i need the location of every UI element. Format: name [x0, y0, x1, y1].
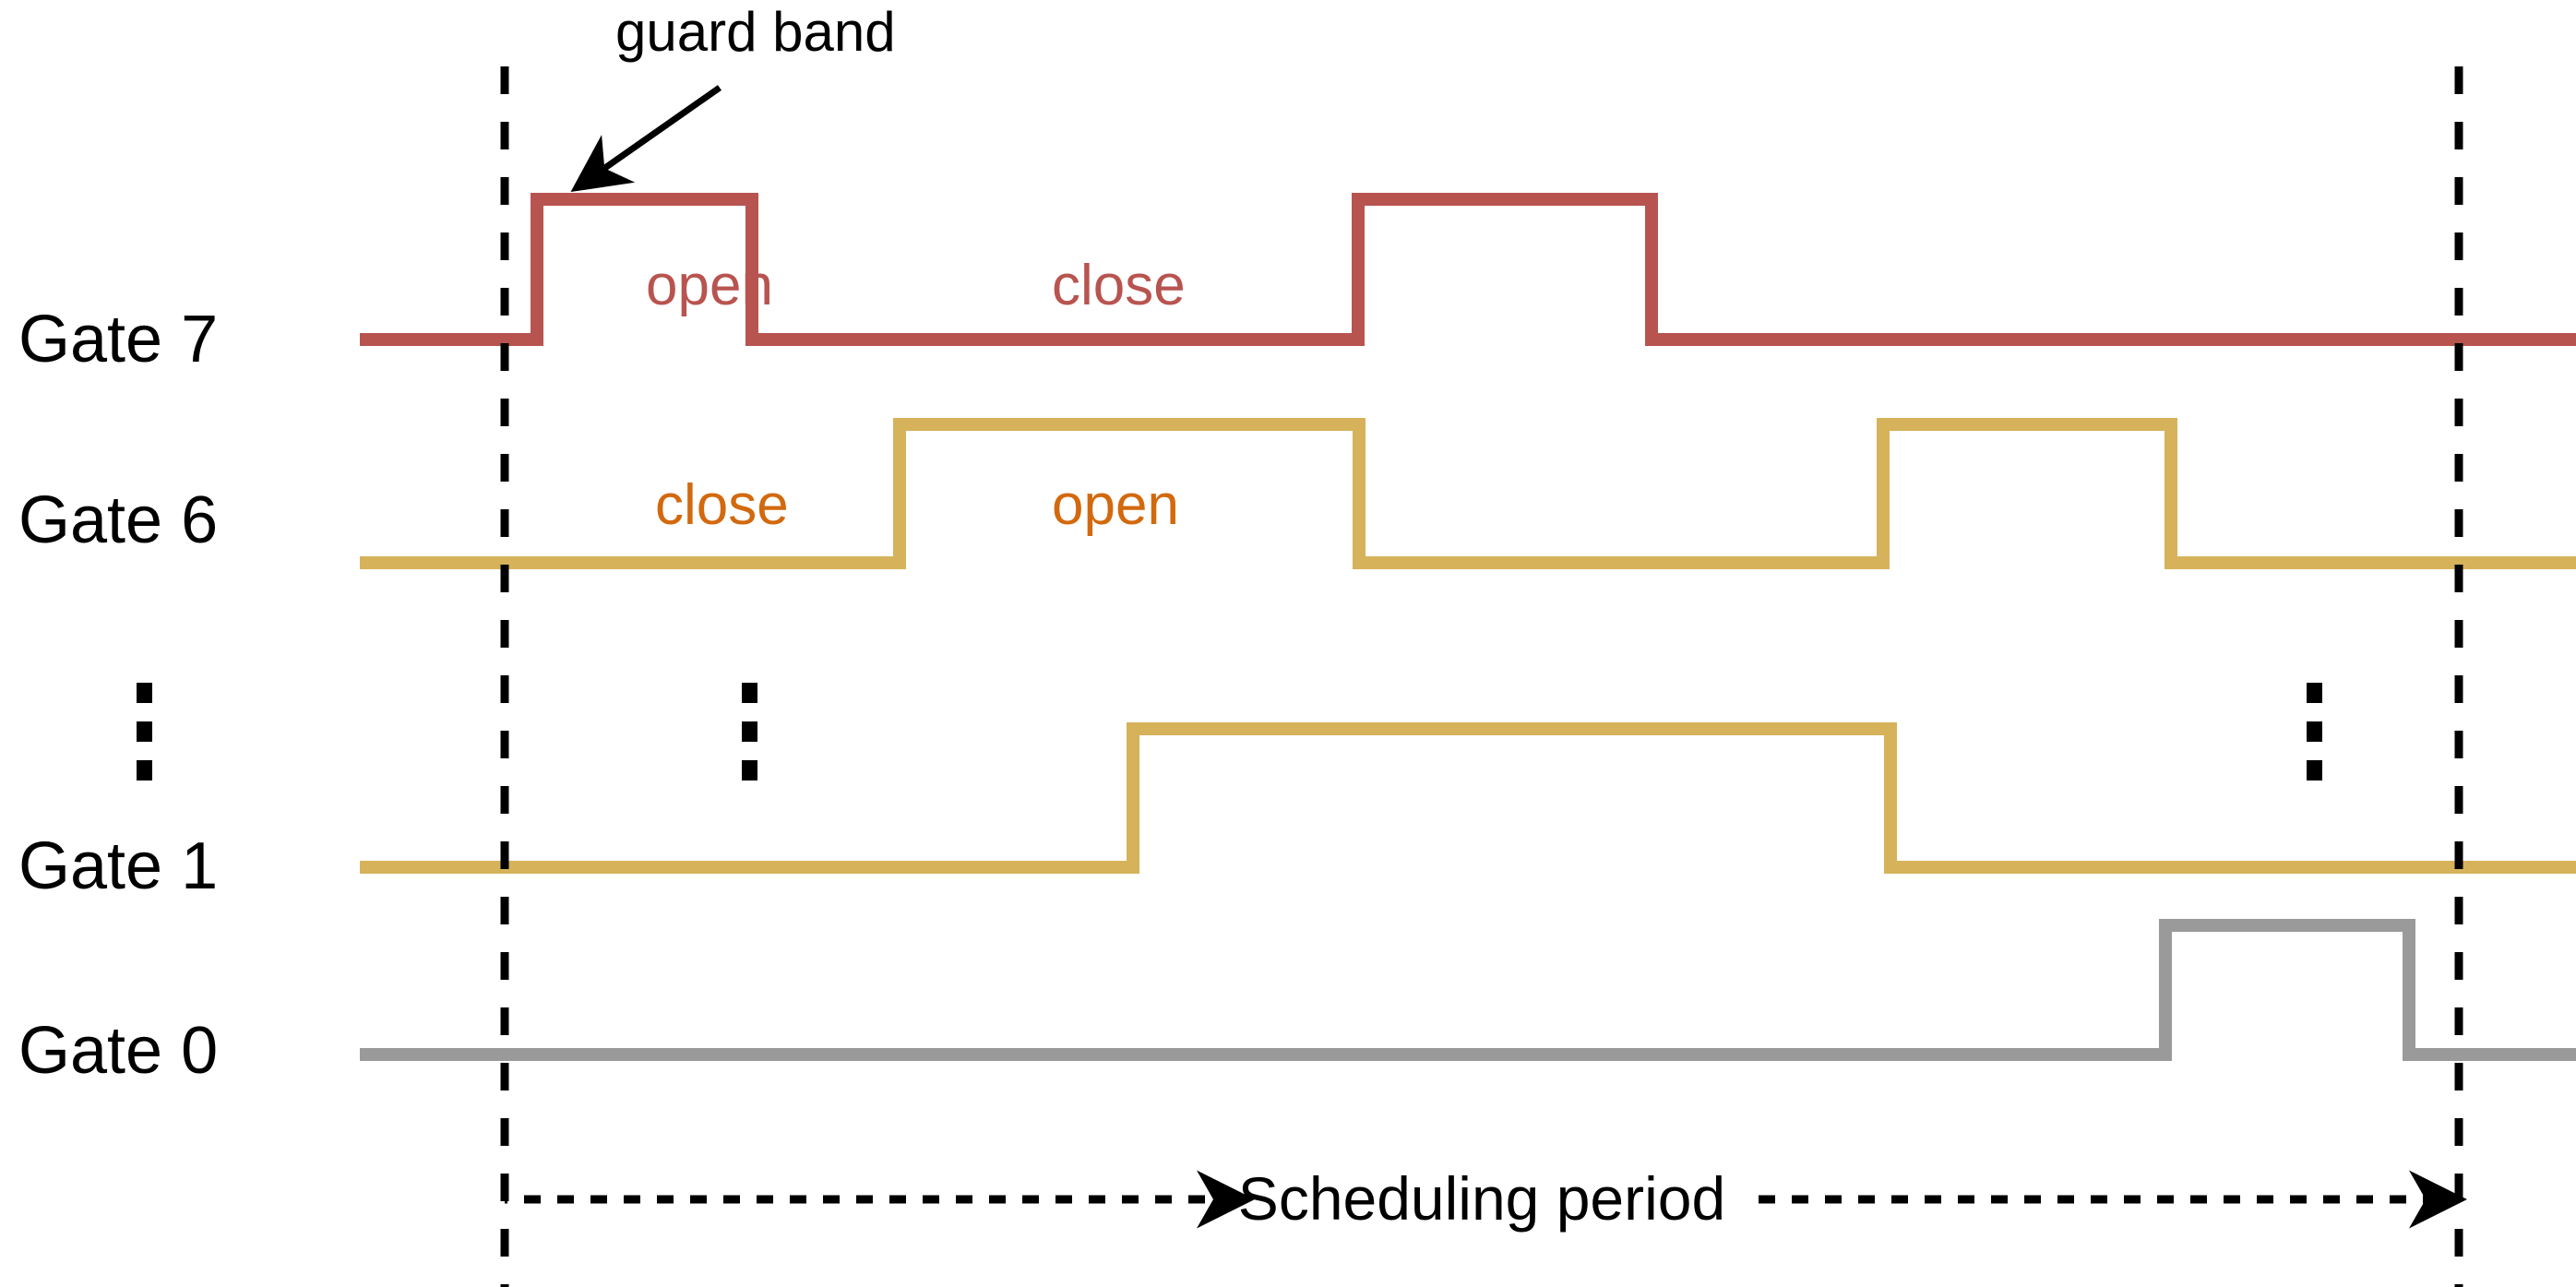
gate-label-gate1: Gate 1 — [18, 829, 218, 903]
waveform-gate1 — [360, 722, 2576, 874]
guard-band-arrow-line — [570, 85, 722, 193]
gate-label-gate6: Gate 6 — [18, 483, 218, 557]
ellipsis-right — [2307, 683, 2322, 781]
gate-label-gate7: Gate 7 — [18, 303, 218, 376]
state-label-gate7-open: open — [646, 254, 773, 317]
guard-band-label: guard band — [615, 1, 896, 63]
scheduling-period-label: Scheduling period — [1238, 1164, 1725, 1233]
ellipsis-middle — [742, 683, 757, 781]
state-label-gate6-close: close — [655, 473, 789, 537]
waveform-gate7 — [360, 193, 2576, 346]
state-label-gate6-open: open — [1052, 473, 1179, 537]
state-label-gate7-close: close — [1052, 254, 1186, 317]
ellipsis-left — [137, 683, 152, 781]
waveform-gate6 — [360, 418, 2576, 569]
gate-label-gate0: Gate 0 — [18, 1014, 218, 1088]
waveform-gate0 — [360, 919, 2576, 1061]
